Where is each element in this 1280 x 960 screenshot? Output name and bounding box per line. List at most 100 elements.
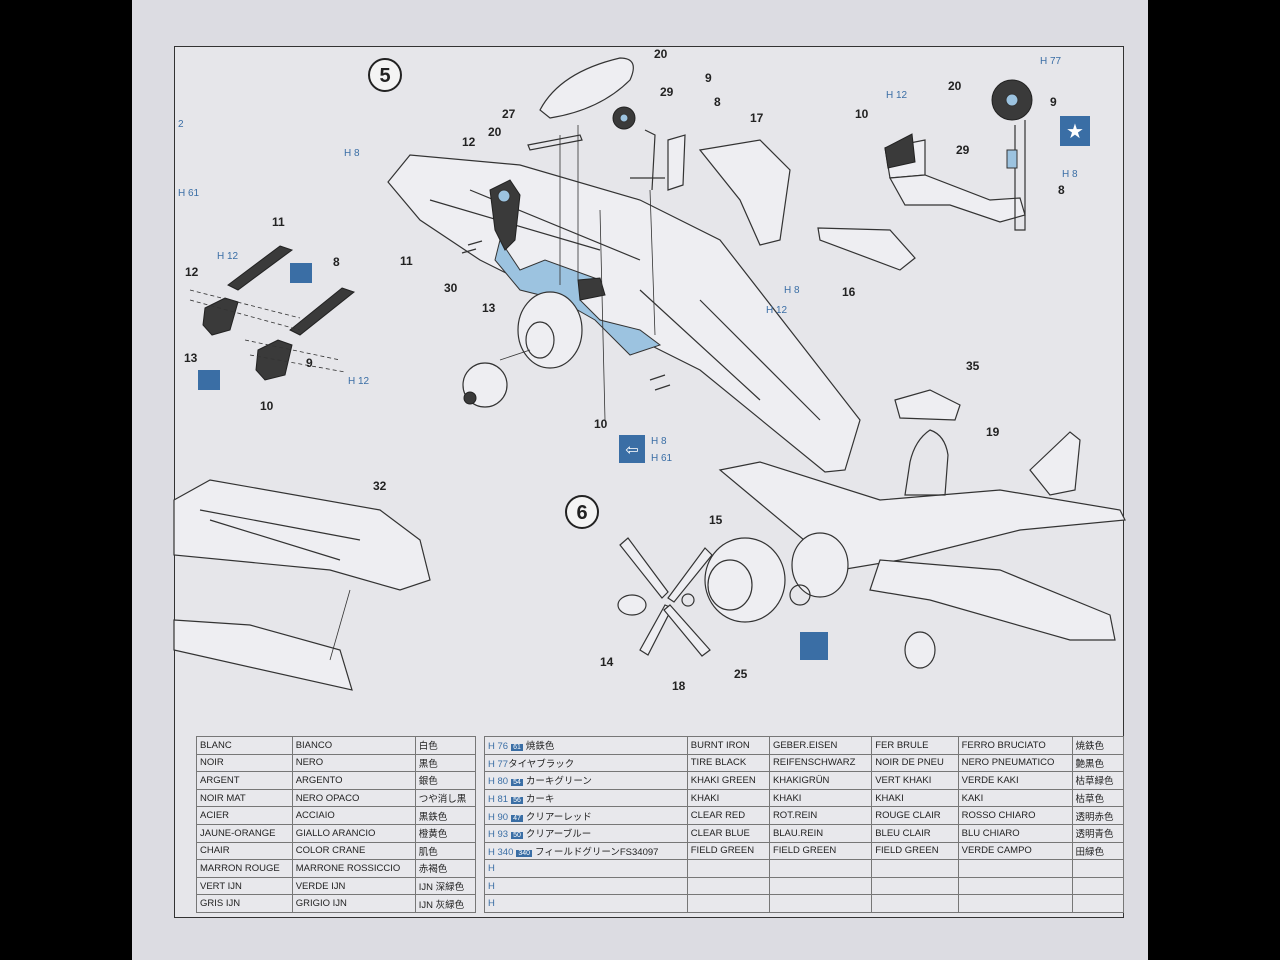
label-10a: 10	[594, 417, 608, 431]
color-name-jp: 黒色	[414, 753, 477, 773]
spinner-14	[617, 594, 647, 616]
color-name-en: CLEAR BLUE	[686, 823, 770, 843]
color-name-en: KHAKI GREEN	[686, 771, 770, 790]
step-5-number: 5	[379, 65, 390, 87]
color-name-it: VERDE KAKI	[957, 771, 1073, 790]
engine-cowl	[517, 291, 583, 369]
color-name-de: ROT.REIN	[768, 806, 873, 825]
callout-h61b: H 61	[178, 188, 200, 199]
color-name-it	[957, 876, 1073, 896]
color-name-fr: KHAKI	[871, 788, 959, 808]
color-name-de: GEBER.EISEN	[768, 736, 873, 755]
color-name-it: ACCIAIO	[291, 806, 416, 825]
color-name-fr: JAUNE-ORANGE	[196, 823, 293, 843]
table-row: H	[484, 876, 1125, 896]
color-h-code: H 80	[488, 776, 509, 788]
color-name-fr: ARGENT	[196, 771, 293, 790]
callout-h12a: H 12	[217, 251, 239, 262]
label-16: 16	[842, 285, 856, 299]
color-name-jp: 銀色	[414, 771, 477, 790]
color-name-it: GIALLO ARANCIO	[291, 823, 416, 843]
color-name-it: KAKI	[957, 788, 1073, 808]
landing-gear-detail: ★	[884, 79, 1090, 231]
label-20c: 20	[948, 79, 962, 93]
label-9a: 9	[705, 71, 712, 85]
label-30: 30	[444, 281, 458, 295]
color-name-jp: 赤褐色	[414, 859, 477, 878]
part-13-dark	[577, 277, 606, 301]
callout-h2: 2	[178, 119, 184, 130]
color-name-de: KHAKI	[768, 788, 873, 808]
wheel-well-12	[489, 179, 521, 251]
color-name-de: BLAU.REIN	[768, 823, 873, 843]
step-6-marker: 6	[565, 495, 599, 529]
color-name-it: NERO	[291, 753, 416, 773]
color-name-de	[768, 876, 873, 896]
color-name-jp: カーキ	[525, 794, 555, 806]
color-h-code: H	[488, 898, 495, 910]
color-name-fr: FIELD GREEN	[871, 841, 959, 861]
label-10c: 10	[855, 107, 869, 121]
color-code: H	[484, 894, 688, 913]
no-glue-icon	[800, 632, 828, 660]
label-25: 25	[734, 667, 748, 681]
color-name-jp: 白色	[414, 736, 477, 755]
label-8b: 8	[333, 255, 340, 269]
color-name-it: FERRO BRUCIATO	[957, 736, 1073, 755]
color-name-fr: ROUGE CLAIR	[871, 806, 959, 825]
color-mr-code: 56	[511, 797, 523, 805]
label-12b: 12	[185, 265, 199, 279]
label-12a: 12	[462, 135, 476, 149]
label-14: 14	[600, 655, 614, 669]
label-10b: 10	[260, 399, 274, 413]
color-name-en: TIRE BLACK	[686, 753, 770, 773]
color-name-jp2: 艶黒色	[1071, 753, 1125, 773]
drop-tank-27	[539, 57, 634, 119]
color-name-jp2	[1071, 894, 1125, 913]
callout-h77: H 77	[1040, 56, 1062, 67]
wing-assembly	[387, 57, 916, 473]
color-mr-code: 50	[511, 832, 523, 840]
paint-icon-2	[198, 370, 220, 390]
label-29b: 29	[956, 143, 970, 157]
color-name-de: FIELD GREEN	[768, 841, 873, 861]
color-name-jp2	[1071, 876, 1125, 896]
wing-right	[869, 559, 1116, 641]
label-19: 19	[986, 425, 1000, 439]
color-h-code: H 81	[488, 794, 509, 806]
color-h-code: H 90	[488, 811, 509, 823]
color-name-jp: クリアーブルー	[525, 829, 592, 841]
aircraft-assembly: ⇦	[617, 389, 1126, 669]
color-name-fr	[871, 859, 959, 878]
cowling-25	[704, 537, 786, 623]
callout-h12c: H 12	[766, 305, 788, 316]
color-name-en: BURNT IRON	[686, 736, 770, 755]
color-name-fr: NOIR MAT	[196, 788, 293, 808]
door-9-10	[255, 339, 293, 381]
color-h-code: H 77	[488, 758, 509, 770]
color-name-jp2: 枯草色	[1071, 788, 1125, 808]
color-name-jp2: 焼鉄色	[1071, 736, 1125, 755]
callout-h12d: H 12	[886, 90, 908, 101]
label-9c: 9	[1050, 95, 1057, 109]
svg-text:★: ★	[1066, 119, 1084, 143]
elevator-16	[817, 227, 916, 271]
color-name-fr: CHAIR	[196, 841, 293, 861]
gear-bay-blue	[494, 238, 662, 356]
color-name-de: REIFENSCHWARZ	[768, 753, 873, 773]
color-name-jp2: 透明青色	[1071, 823, 1125, 843]
color-name-en	[686, 876, 770, 896]
color-name-en: KHAKI	[686, 788, 770, 808]
color-name-fr: VERT KHAKI	[871, 771, 959, 790]
